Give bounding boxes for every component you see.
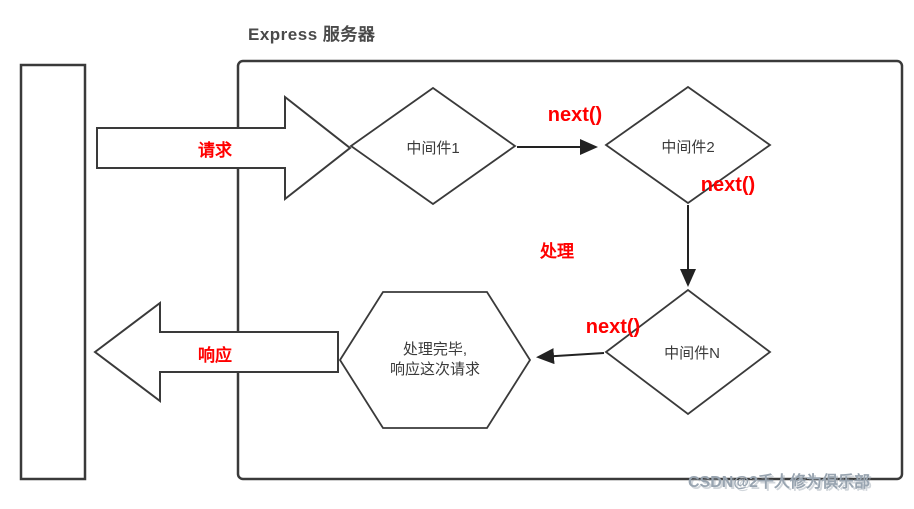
next3-label: next()	[585, 316, 641, 338]
request-arrow	[96, 94, 352, 202]
middleware1-diamond	[349, 86, 517, 206]
response-label: 响应	[198, 346, 232, 365]
client-box	[19, 63, 87, 481]
final-node-line2: 响应这次请求	[389, 361, 480, 378]
process-label: 处理	[540, 242, 574, 261]
response-arrow	[93, 300, 339, 404]
request-label: 请求	[198, 141, 232, 160]
middleware2-label: 中间件2	[661, 139, 715, 156]
next1-label: next()	[547, 104, 603, 126]
arrow-mwN-to-final	[536, 348, 605, 365]
watermark: CSDN@2千人修为俱乐部	[688, 474, 870, 491]
final-hexagon	[338, 291, 532, 429]
next2-label: next()	[700, 174, 756, 196]
middlewareN-diamond	[604, 288, 772, 416]
final-node-line1: 处理完毕,	[402, 341, 468, 358]
diagram-title: Express 服务器	[248, 25, 376, 44]
middleware1-label: 中间件1	[406, 140, 460, 157]
final-node-label: 处理完毕, 响应这次请求	[355, 340, 515, 380]
middlewareN-label: 中间件N	[664, 345, 720, 362]
server-box	[236, 59, 904, 481]
middleware2-diamond	[604, 85, 772, 205]
